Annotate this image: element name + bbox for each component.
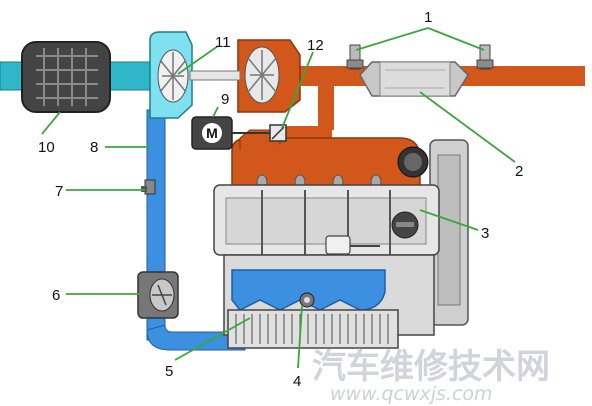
turbine-wheel-icon	[244, 46, 280, 104]
wastegate-actuator: M	[191, 116, 270, 150]
oxygen-sensor-rear	[476, 44, 494, 70]
callout-labels: 1 2 3 4 5 6 7 8 9 10 11 12	[38, 9, 523, 390]
watermark-chinese: 汽车维修技术网	[312, 347, 550, 387]
label-5: 5	[165, 363, 173, 380]
oil-filler-cap	[391, 211, 419, 239]
turbo-shaft	[189, 70, 241, 81]
label-4: 4	[293, 373, 301, 390]
label-1: 1	[424, 9, 432, 26]
actuator-letter: M	[206, 125, 218, 141]
oil-pan	[227, 309, 399, 349]
label-11: 11	[215, 34, 231, 51]
label-12: 12	[307, 37, 324, 54]
watermark: 汽车维修技术网 www.qcwxjs.com	[312, 347, 550, 405]
label-9: 9	[221, 91, 229, 108]
ignition-cap	[397, 146, 429, 178]
oxygen-sensor-front	[346, 44, 364, 70]
watermark-url: www.qcwxjs.com	[330, 383, 493, 405]
label-10: 10	[38, 139, 55, 156]
leader-lines	[41, 27, 516, 369]
compressor-wheel-icon	[157, 49, 189, 103]
engine	[213, 139, 469, 349]
label-6: 6	[52, 287, 60, 304]
wastegate-pipe	[285, 120, 332, 138]
label-8: 8	[90, 139, 98, 156]
catalytic-converter	[359, 61, 469, 97]
label-3: 3	[481, 225, 489, 242]
boost-pressure-sensor	[141, 179, 156, 195]
exhaust-downpipe	[318, 80, 334, 130]
label-7: 7	[55, 183, 63, 200]
throttle-body	[137, 271, 179, 319]
fuel-rail	[325, 235, 380, 255]
wastegate-valve	[269, 124, 287, 142]
intake-temperature-sensor	[299, 292, 315, 308]
label-2: 2	[515, 163, 523, 180]
air-filter	[21, 41, 111, 113]
actuator-motor-icon	[202, 123, 222, 143]
